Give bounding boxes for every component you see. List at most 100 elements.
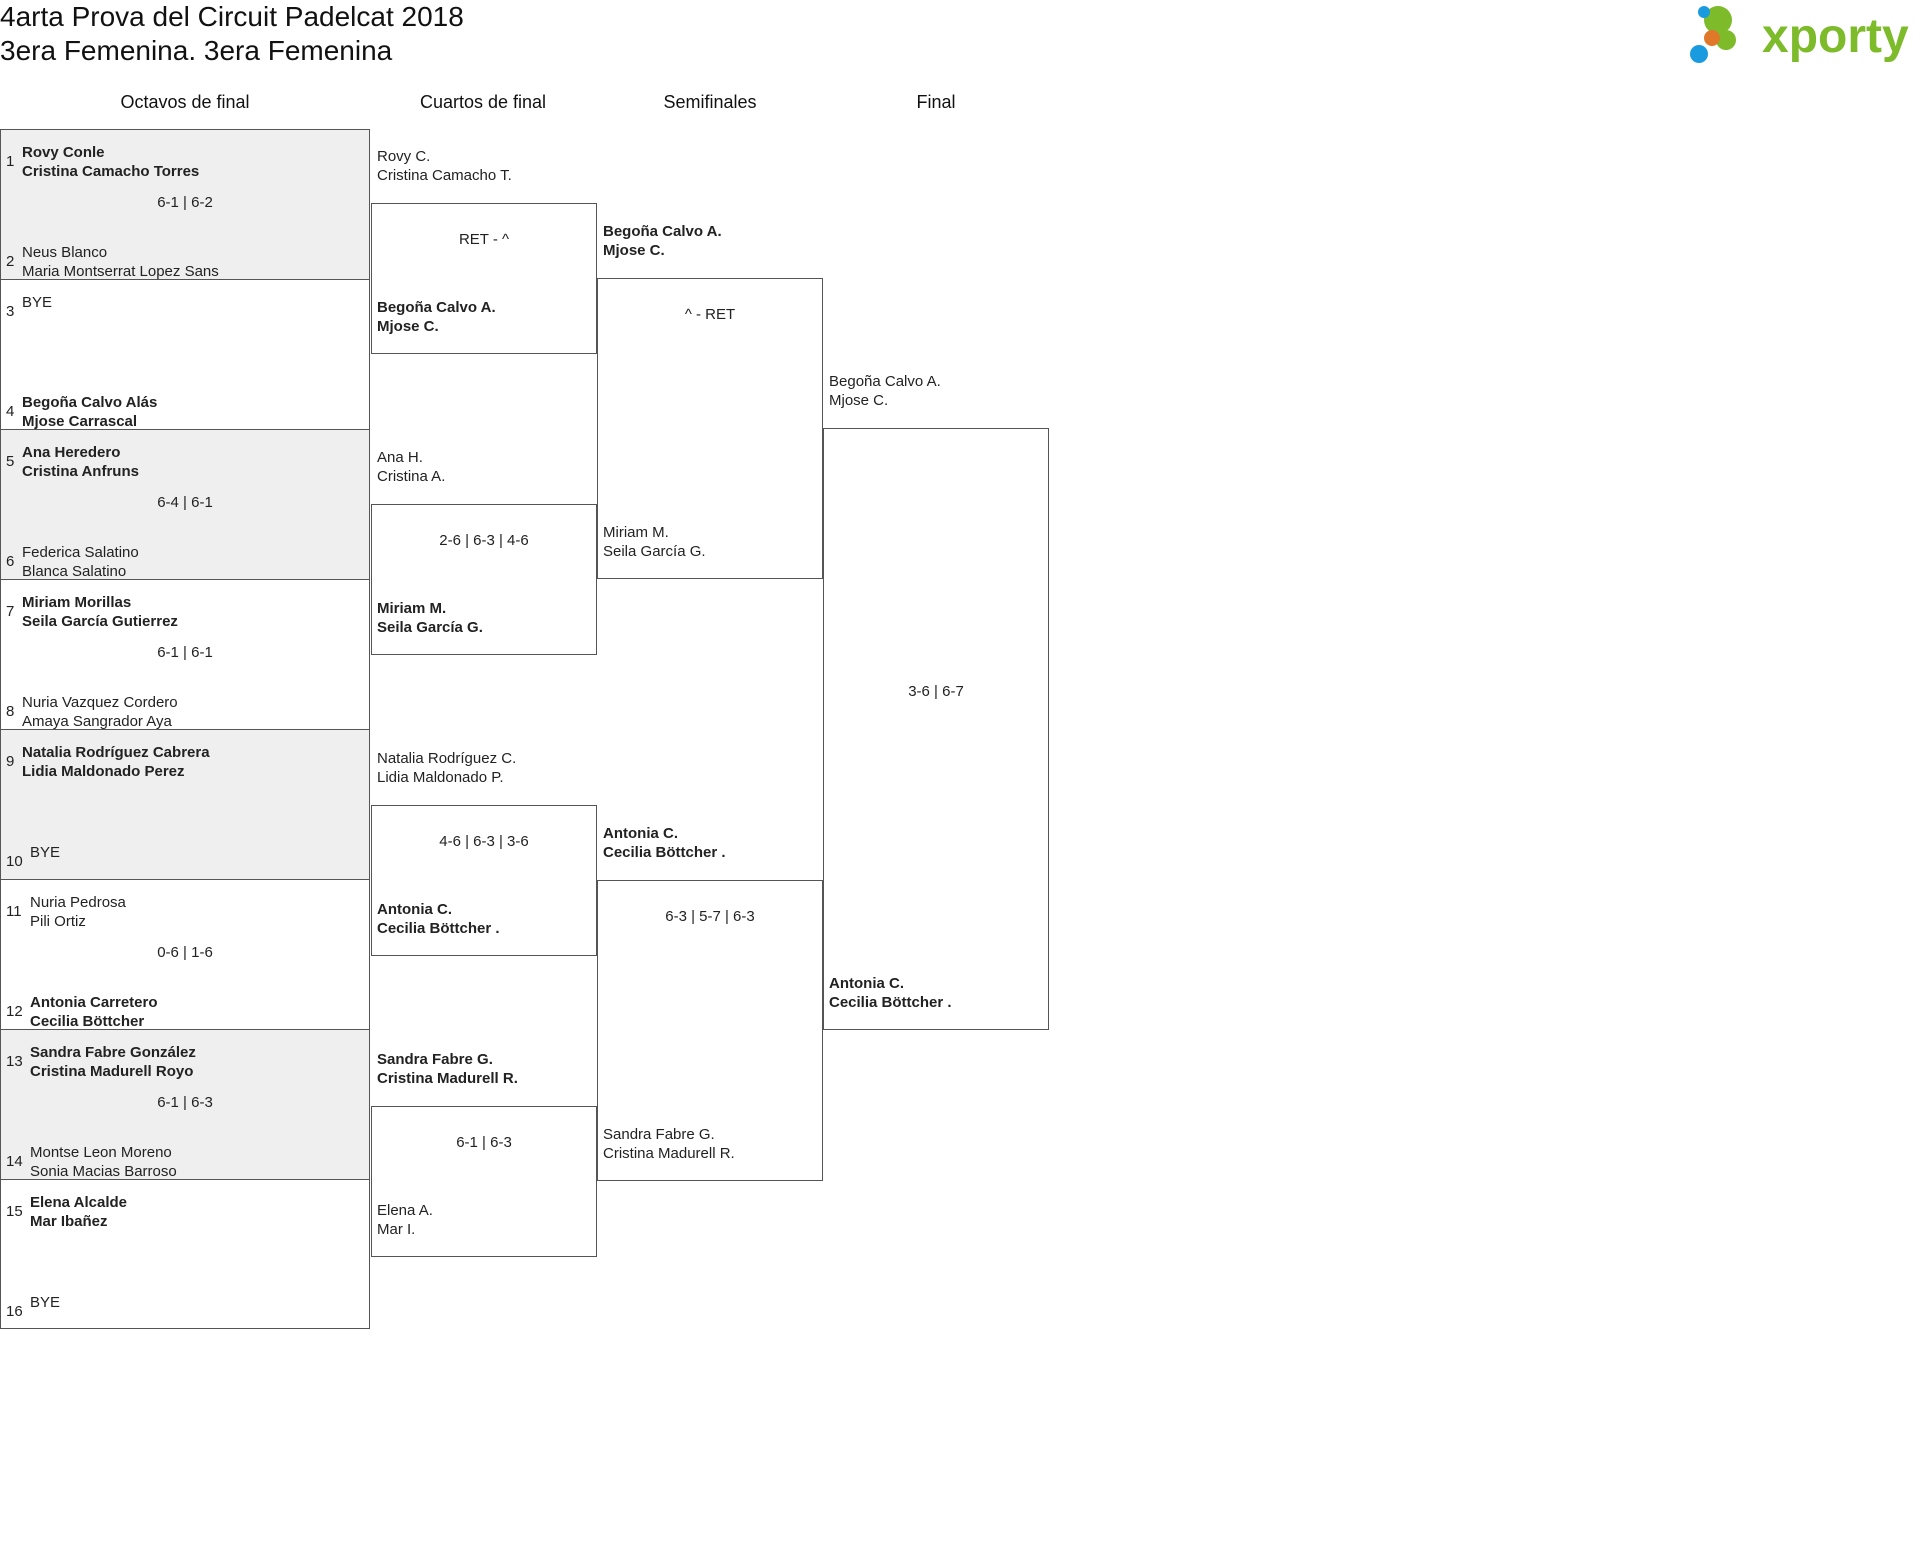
sf-match (597, 278, 823, 579)
r16-team[interactable]: BYE (30, 843, 60, 862)
qf-team-player-1: Elena A. (377, 1202, 433, 1219)
r16-team-player-2: Lidia Maldonado Perez (22, 763, 185, 780)
match-score: 6-1 | 6-2 (157, 194, 213, 211)
match-score: 6-1 | 6-3 (157, 1094, 213, 1111)
qf-team[interactable]: Rovy C.Cristina Camacho T. (377, 147, 512, 185)
r16-team-player-2: Mjose Carrascal (22, 413, 138, 430)
final-team-player-2: Cecilia Böttcher . (829, 994, 952, 1011)
seed-number: 1 (6, 153, 15, 170)
qf-team[interactable]: Antonia C.Cecilia Böttcher . (377, 900, 500, 938)
seed-number: 2 (6, 253, 15, 270)
match-score: 6-4 | 6-1 (157, 494, 213, 511)
match-score: ^ - RET (684, 306, 736, 323)
sf-team-player-1: Antonia C. (603, 825, 678, 842)
qf-team-player-2: Seila García G. (377, 619, 483, 636)
r16-team[interactable]: BYE (22, 293, 52, 312)
sf-team-player-1: Miriam M. (603, 524, 669, 541)
qf-team-player-2: Cecilia Böttcher . (377, 920, 500, 937)
seed-number: 5 (6, 453, 15, 470)
r16-team-player-2: Pili Ortiz (30, 913, 86, 930)
final-team-player-1: Antonia C. (829, 975, 904, 992)
match-score: 3-6 | 6-7 (908, 683, 964, 700)
seed-number: 3 (6, 303, 15, 320)
round-header-final: Final (916, 92, 956, 112)
r16-team-player-1: BYE (22, 294, 53, 311)
qf-team[interactable]: Sandra Fabre G.Cristina Madurell R. (377, 1050, 518, 1088)
page-title: 4arta Prova del Circuit Padelcat 2018 (0, 1, 464, 32)
round-header-sf: Semifinales (663, 92, 757, 112)
final-match (823, 428, 1049, 1030)
qf-team[interactable]: Ana H. Cristina A. (377, 448, 445, 486)
qf-team-player-1: Miriam M. (377, 600, 447, 617)
sf-team[interactable]: Antonia C.Cecilia Böttcher . (603, 824, 726, 862)
seed-number: 15 (6, 1203, 23, 1220)
final-team[interactable]: Antonia C. Cecilia Böttcher . (829, 974, 952, 1012)
match-score: 6-1 | 6-3 (456, 1134, 512, 1151)
final-team-player-2: Mjose C. (829, 392, 889, 409)
r16-team-player-1: Antonia Carretero (30, 994, 158, 1011)
sf-team[interactable]: Begoña Calvo A. Mjose C. (603, 222, 722, 260)
qf-team[interactable]: Miriam M. Seila García G. (377, 599, 483, 637)
r16-team-player-2: Amaya Sangrador Aya (22, 713, 172, 730)
qf-team-player-1: Sandra Fabre G. (377, 1051, 493, 1068)
r16-team-player-2: Cristina Anfruns (22, 463, 139, 480)
seed-number: 10 (6, 853, 23, 870)
sf-team-player-2: Cristina Madurell R. (603, 1145, 735, 1162)
qf-team-player-2: Lidia Maldonado P. (377, 769, 504, 786)
sf-team[interactable]: Sandra Fabre G.Cristina Madurell R. (603, 1125, 735, 1163)
r16-team-player-2: Cristina Camacho Torres (22, 163, 200, 180)
r16-team-player-1: Montse Leon Moreno (30, 1144, 172, 1161)
r16-team-player-1: Rovy Conle (22, 144, 105, 161)
qf-team[interactable]: Begoña Calvo A. Mjose C. (377, 298, 496, 336)
final-team[interactable]: Begoña Calvo A.Mjose C. (829, 372, 941, 410)
r16-team-player-2: Sonia Macias Barroso (30, 1163, 177, 1180)
r16-match (0, 1179, 370, 1329)
qf-team-player-2: Cristina A. (377, 468, 446, 485)
qf-match (371, 805, 597, 956)
r16-team-player-1: Neus Blanco (22, 244, 108, 261)
qf-team-player-1: Begoña Calvo A. (377, 299, 496, 316)
r16-team-player-2: Seila García Gutierrez (22, 613, 178, 630)
qf-team[interactable]: Elena A. Mar I. (377, 1201, 433, 1239)
r16-team-player-2: Maria Montserrat Lopez Sans (22, 263, 219, 280)
xporty-logo[interactable]: xporty (1690, 0, 1920, 70)
r16-match (0, 279, 370, 429)
sf-team-player-1: Begoña Calvo A. (603, 223, 722, 240)
match-score: 6-3 | 5-7 | 6-3 (665, 908, 755, 925)
round-header-qf: Cuartos de final (419, 92, 547, 112)
seed-number: 8 (6, 703, 15, 720)
qf-team[interactable]: Natalia Rodríguez C.Lidia Maldonado P. (377, 749, 516, 787)
sf-team[interactable]: Miriam M.Seila García G. (603, 523, 706, 561)
seed-number: 6 (6, 553, 15, 570)
match-score: 2-6 | 6-3 | 4-6 (439, 532, 529, 549)
seed-number: 7 (6, 603, 15, 620)
r16-team-player-1: Nuria Vazquez Cordero (22, 694, 178, 711)
sf-match (597, 880, 823, 1181)
qf-team-player-1: Ana H. (377, 449, 423, 466)
r16-team-player-1: Federica Salatino (22, 544, 139, 561)
sf-team-player-2: Mjose C. (603, 242, 665, 259)
match-score: 0-6 | 1-6 (157, 944, 213, 961)
r16-team-player-1: Elena Alcalde (30, 1194, 127, 1211)
qf-team-player-2: Mjose C. (377, 318, 439, 335)
r16-team[interactable]: BYE (30, 1293, 60, 1312)
qf-match (371, 1106, 597, 1257)
r16-team-player-2: Blanca Salatino (22, 563, 127, 580)
r16-team-player-1: Begoña Calvo Alás (22, 394, 158, 411)
r16-team-player-1: Nuria Pedrosa (30, 894, 126, 911)
qf-team-player-2: Cristina Camacho T. (377, 167, 512, 184)
qf-team-player-2: Mar I. (377, 1221, 416, 1238)
